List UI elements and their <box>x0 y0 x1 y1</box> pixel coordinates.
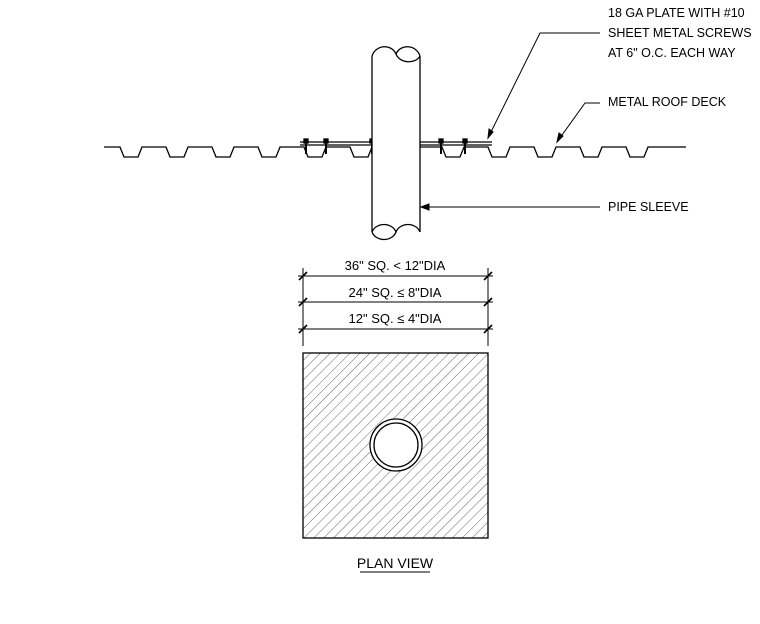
pipe-sleeve-section <box>371 46 421 241</box>
screw-head <box>323 138 329 144</box>
section-view <box>104 32 686 241</box>
dimension-12-sq: 12" SQ. ≤ 4"DIA <box>349 311 442 326</box>
dimension-lines <box>298 268 493 346</box>
dimension-36-sq: 36" SQ. < 12"DIA <box>345 258 446 273</box>
plan-view <box>302 352 489 539</box>
screw-head <box>303 138 309 144</box>
callout-roof-deck: METAL ROOF DECK <box>608 95 727 109</box>
callout-leaders <box>419 32 600 211</box>
callout-plate-line3: AT 6" O.C. EACH WAY <box>608 46 736 60</box>
screw-head <box>462 138 468 144</box>
callout-pipe-sleeve: PIPE SLEEVE <box>608 200 689 214</box>
plan-pipe-inner <box>373 422 419 468</box>
screw-head <box>438 138 444 144</box>
callout-plate-line1: 18 GA PLATE WITH #10 <box>608 6 745 20</box>
dimension-24-sq: 24" SQ. ≤ 8"DIA <box>349 285 442 300</box>
callout-plate-line2: SHEET METAL SCREWS <box>608 26 752 40</box>
plan-view-title: PLAN VIEW <box>357 555 434 571</box>
